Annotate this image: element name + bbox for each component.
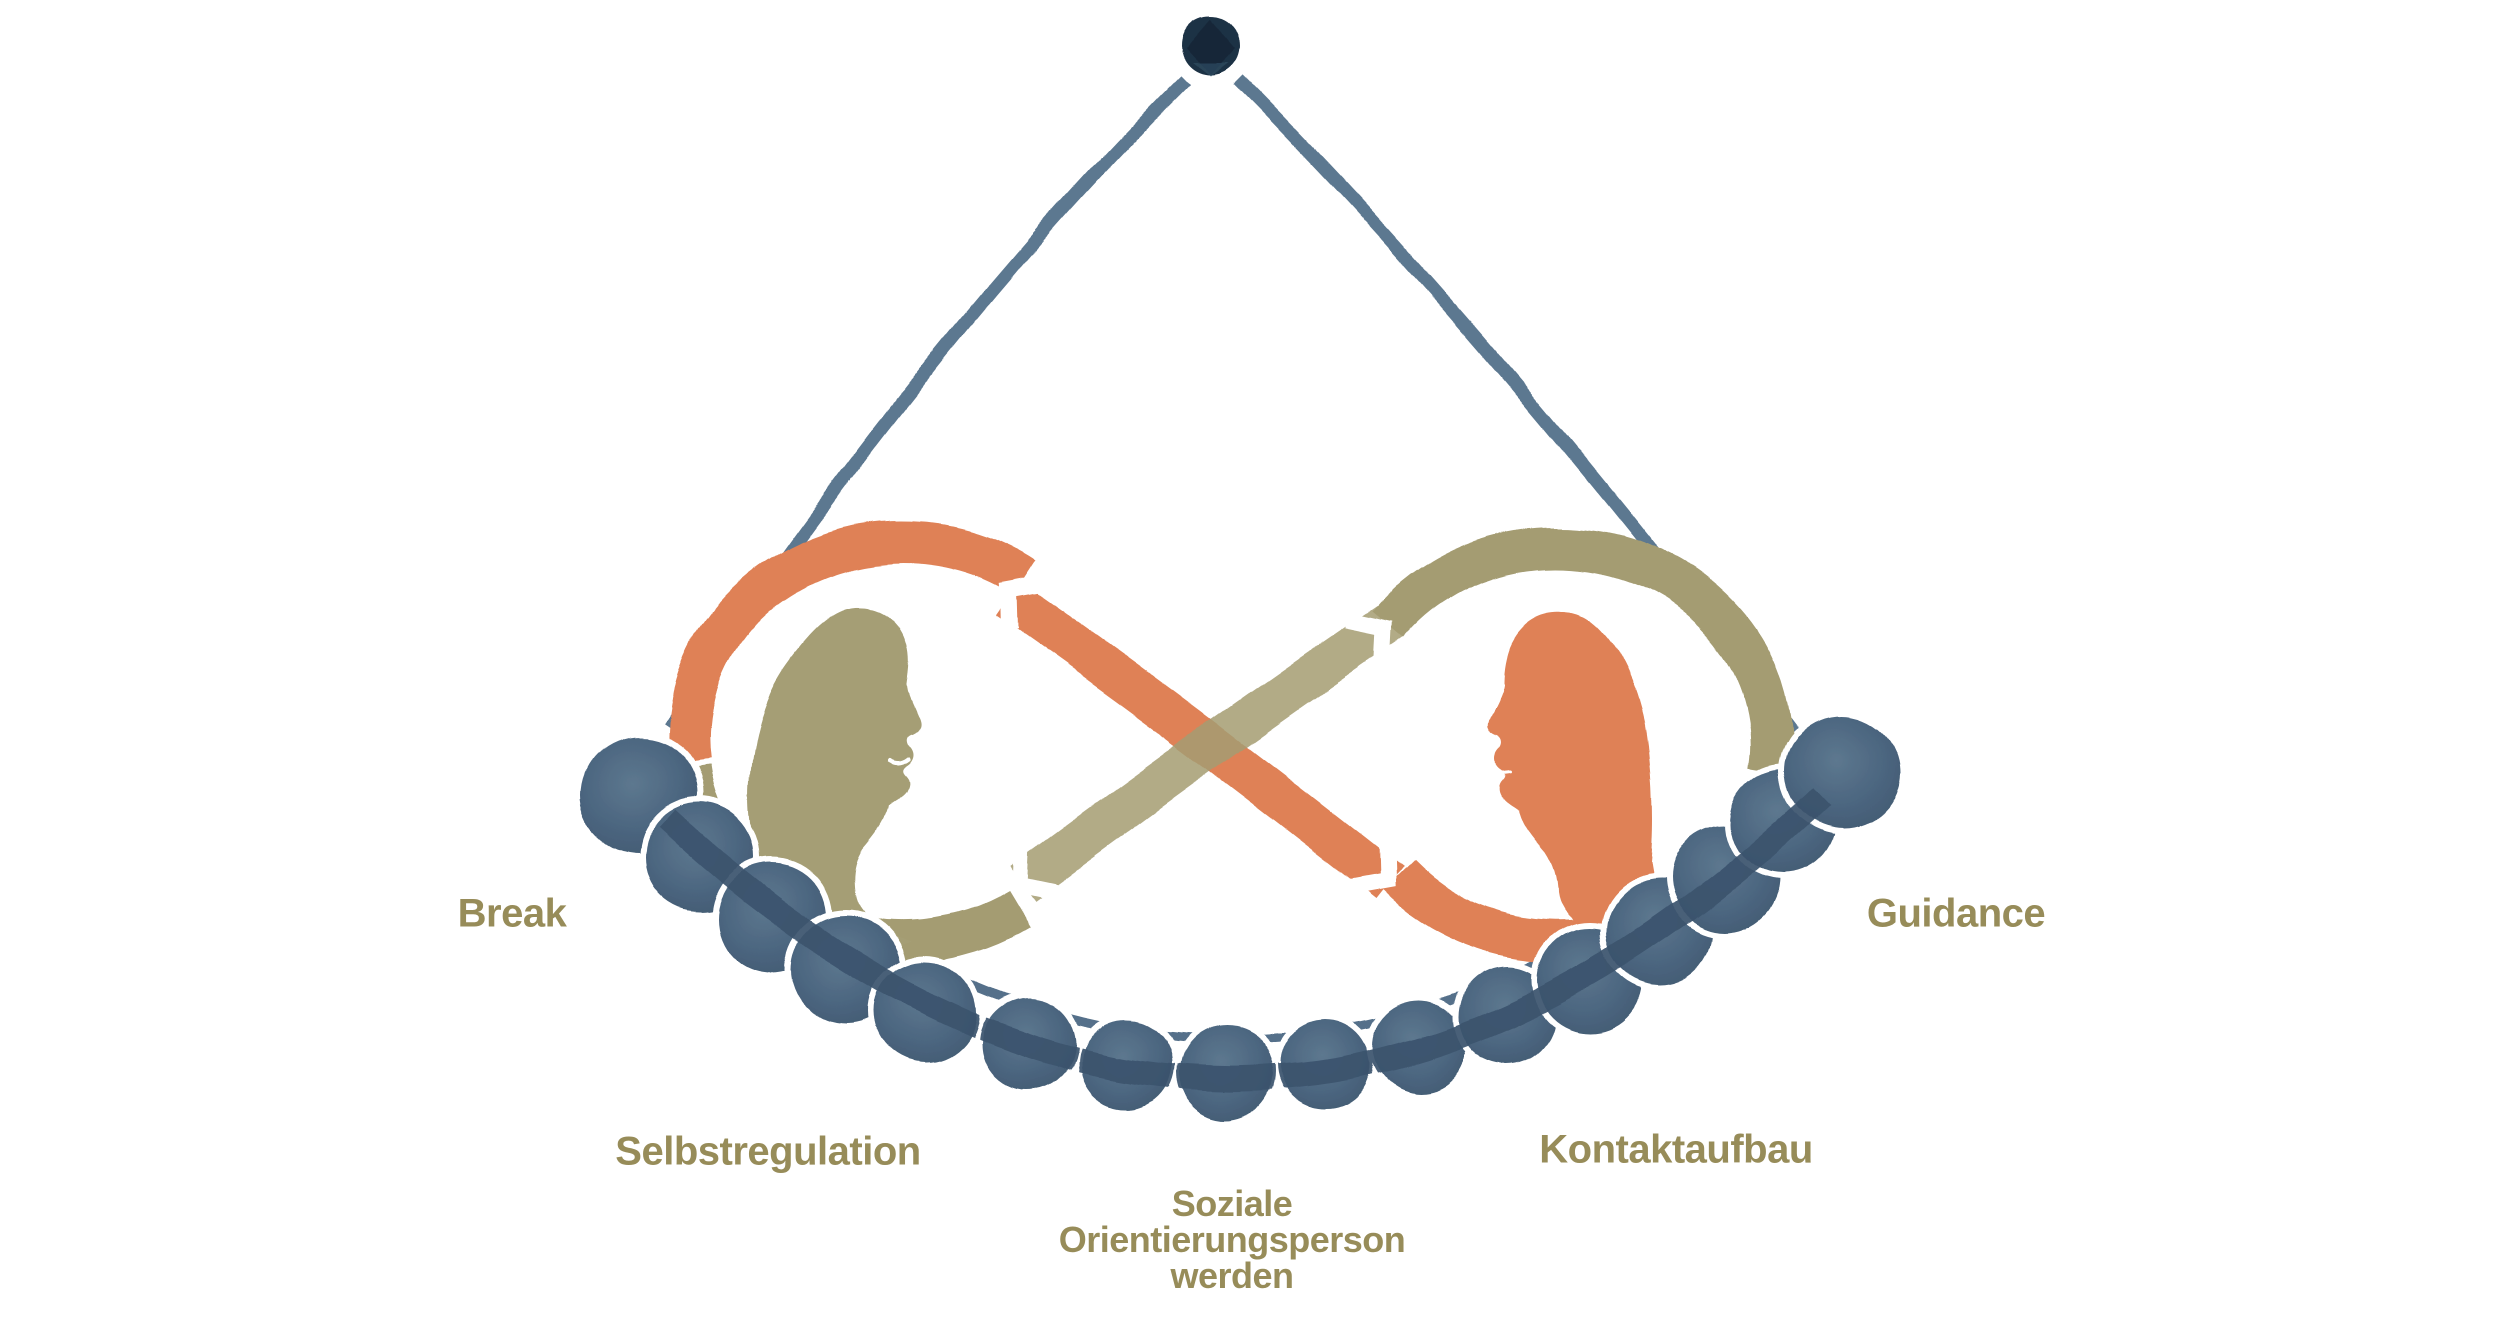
label-line-1: Soziale — [1171, 1183, 1293, 1224]
label-line-3: werden — [1170, 1255, 1294, 1296]
label-line-2: Orientierungsperson — [1058, 1219, 1406, 1260]
right-loop-olive-arc — [1371, 527, 1793, 776]
arrow-gap-bottom-right-icon — [1347, 842, 1397, 897]
label-kontaktaufbau: Kontaktaufbau — [1539, 1127, 1813, 1172]
arrow-gap-bottom-left-icon — [1011, 843, 1060, 900]
label-selbstregulation: Selbstregulation — [615, 1129, 921, 1174]
olive-diagonal — [1009, 602, 1404, 901]
right-face-profile-icon — [1487, 611, 1668, 943]
left-loop-orange-arc — [667, 521, 1038, 765]
label-soziale-orientierungsperson-werden: Soziale Orientierungsperson werden — [1059, 1186, 1406, 1294]
arrow-gap-top-right-icon — [1345, 612, 1394, 669]
flow-arrow-gaps — [999, 575, 1397, 900]
right-face-mouth-icon — [1494, 769, 1513, 775]
pivot-knob-icon — [1181, 15, 1239, 74]
left-face-smile-icon — [886, 758, 910, 767]
infinity-ribbon — [667, 521, 1793, 963]
label-guidance: Guidance — [1866, 891, 2046, 936]
arrow-gap-top-left-icon — [999, 575, 1049, 630]
label-break: Break — [457, 891, 567, 936]
string-band-over-beads — [659, 789, 1829, 1091]
